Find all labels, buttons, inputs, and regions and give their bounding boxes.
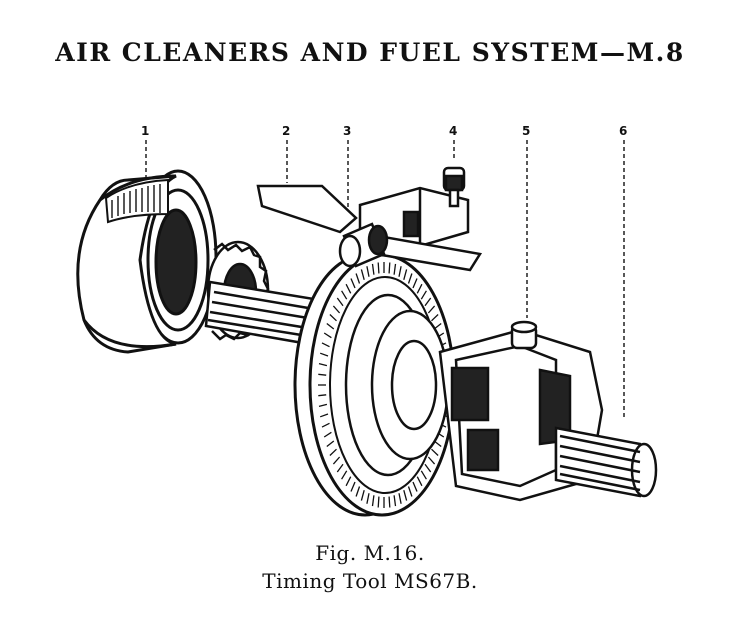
graduation-tick <box>336 463 344 473</box>
graduation-tick <box>407 486 413 497</box>
graduation-tick <box>393 263 397 275</box>
callout-1: 1 <box>141 124 149 138</box>
graduation-tick <box>431 448 439 456</box>
graduation-tick <box>420 470 427 480</box>
graduation-tick <box>424 297 432 307</box>
graduation-tick <box>420 290 427 300</box>
graduation-tick <box>366 493 370 504</box>
graduation-tick <box>407 273 413 284</box>
graduation-tick <box>366 266 370 277</box>
graduation-tick <box>371 263 375 275</box>
graduation-tick <box>319 413 329 418</box>
graduation-tick <box>403 490 408 501</box>
callout-5: 5 <box>522 124 530 138</box>
graduation-tick <box>388 262 391 274</box>
graduation-tick <box>371 495 375 507</box>
graduation-tick <box>326 322 335 330</box>
graduation-tick <box>323 431 332 438</box>
graduation-tick <box>341 470 348 480</box>
graduation-tick <box>355 273 361 284</box>
graduation-tick <box>360 490 365 501</box>
callout-3: 3 <box>343 124 351 138</box>
graduation-tick <box>321 342 330 348</box>
graduation-tick <box>321 422 330 428</box>
timing-peg <box>510 320 538 350</box>
callout-4: 4 <box>449 124 457 138</box>
sleeve-drum <box>76 169 218 354</box>
page-header: AIR CLEANERS AND FUEL SYSTEM—M.8 <box>55 38 685 67</box>
graduation-tick <box>350 481 356 492</box>
figure-number: Fig. M.16. <box>315 541 425 565</box>
graduation-tick <box>326 440 335 448</box>
pointer-blade <box>256 184 358 234</box>
top-screw <box>442 166 466 208</box>
callout-2: 2 <box>282 124 290 138</box>
graduation-tick <box>377 496 380 508</box>
graduation-tick <box>345 283 352 294</box>
graduation-tick <box>336 297 344 307</box>
graduation-tick <box>329 314 337 322</box>
graduation-tick <box>388 496 391 508</box>
graduation-tick <box>427 305 436 314</box>
leader-lines <box>145 140 625 420</box>
graduation-tick <box>332 305 341 314</box>
graduation-tick <box>377 262 380 274</box>
graduation-tick <box>424 463 432 473</box>
graduation-tick <box>345 476 352 487</box>
disc-hub <box>370 309 450 461</box>
callout-6: 6 <box>619 124 627 138</box>
graduation-tick <box>332 456 341 465</box>
graduation-tick <box>350 278 356 289</box>
graduation-tick <box>329 448 337 456</box>
graduation-tick <box>403 269 408 280</box>
splined-drive-end <box>554 426 658 498</box>
adapter-body <box>438 328 604 502</box>
graduation-tick <box>355 486 361 497</box>
graduation-tick <box>318 362 328 367</box>
figure-caption: Timing Tool MS67B. <box>262 569 478 593</box>
graduation-tick <box>318 403 328 408</box>
graduation-tick <box>323 332 332 339</box>
sleeve-knurling <box>111 184 161 218</box>
locking-knob <box>338 222 389 268</box>
graduation-tick <box>412 481 418 492</box>
graduation-tick <box>416 283 423 294</box>
graduation-tick <box>431 314 439 322</box>
graduation-tick <box>398 493 402 504</box>
graduation-tick <box>416 476 423 487</box>
graduation-tick <box>427 456 436 465</box>
graduation-tick <box>393 495 397 507</box>
graduation-tick <box>398 266 402 277</box>
graduation-tick <box>318 394 327 397</box>
graduation-tick <box>319 352 329 357</box>
graduation-tick <box>412 278 418 289</box>
graduation-tick <box>341 290 348 300</box>
graduation-tick <box>318 373 327 376</box>
graduation-tick <box>360 269 365 280</box>
